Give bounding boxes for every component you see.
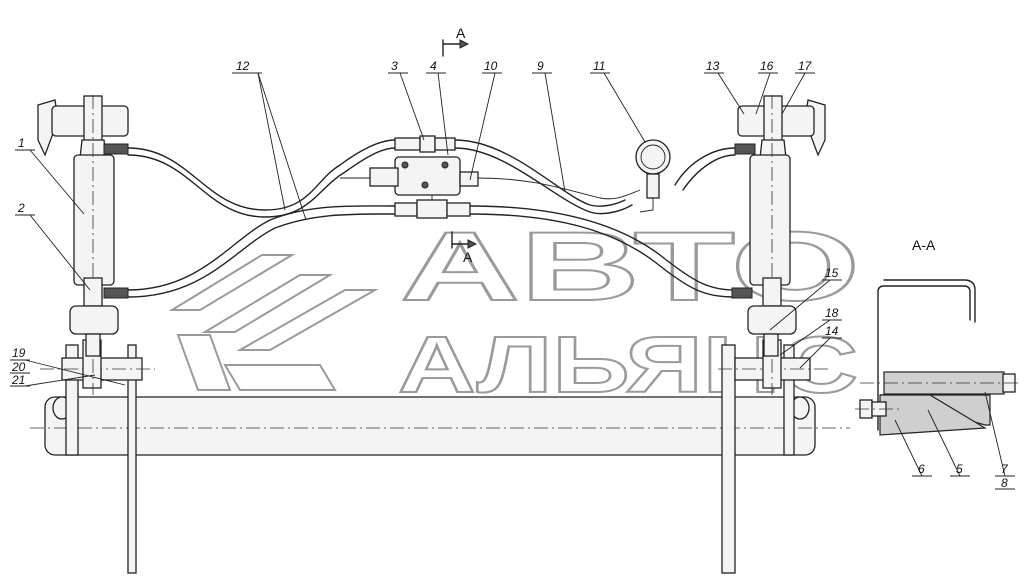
bottom-beam — [30, 396, 850, 456]
leader-lines — [10, 72, 1015, 490]
callout-2: 2 — [17, 201, 25, 215]
callout-6: 6 — [918, 462, 925, 476]
right-upper-hose — [674, 147, 736, 191]
left-cylinder — [37, 95, 129, 395]
callout-10: 10 — [484, 59, 498, 73]
callout-17: 17 — [798, 59, 813, 73]
callout-16: 16 — [760, 59, 774, 73]
right-cylinder — [737, 95, 826, 395]
section-mark-top: A — [456, 25, 466, 41]
section-arrows — [442, 39, 478, 249]
callout-9: 9 — [537, 59, 544, 73]
watermark-line1: АВТО — [400, 211, 860, 321]
callout-15: 15 — [825, 266, 839, 280]
pressure-gauge — [635, 139, 671, 213]
callout-21: 21 — [11, 373, 25, 387]
callout-5: 5 — [956, 462, 963, 476]
callout-8: 8 — [1001, 476, 1008, 490]
section-view-title: А-А — [912, 237, 936, 253]
callout-13: 13 — [706, 59, 720, 73]
callout-4: 4 — [430, 59, 437, 73]
lower-hose — [127, 205, 736, 298]
valve-block — [340, 156, 641, 200]
callout-18: 18 — [825, 306, 839, 320]
callout-11: 11 — [593, 59, 605, 73]
callout-20: 20 — [11, 360, 26, 374]
callout-12: 12 — [236, 59, 250, 73]
section-mark-bottom: A — [463, 249, 473, 265]
watermark-logo — [168, 254, 379, 391]
callout-labels: 1 2 3 4 10 9 11 12 13 16 17 15 18 14 19 … — [11, 59, 1009, 490]
section-view — [855, 279, 1020, 436]
callout-19: 19 — [12, 346, 26, 360]
callout-14: 14 — [825, 324, 839, 338]
callout-7: 7 — [1001, 462, 1009, 476]
callout-3: 3 — [391, 59, 398, 73]
callout-1: 1 — [18, 136, 25, 150]
section-labels: A A А-А — [456, 25, 936, 265]
